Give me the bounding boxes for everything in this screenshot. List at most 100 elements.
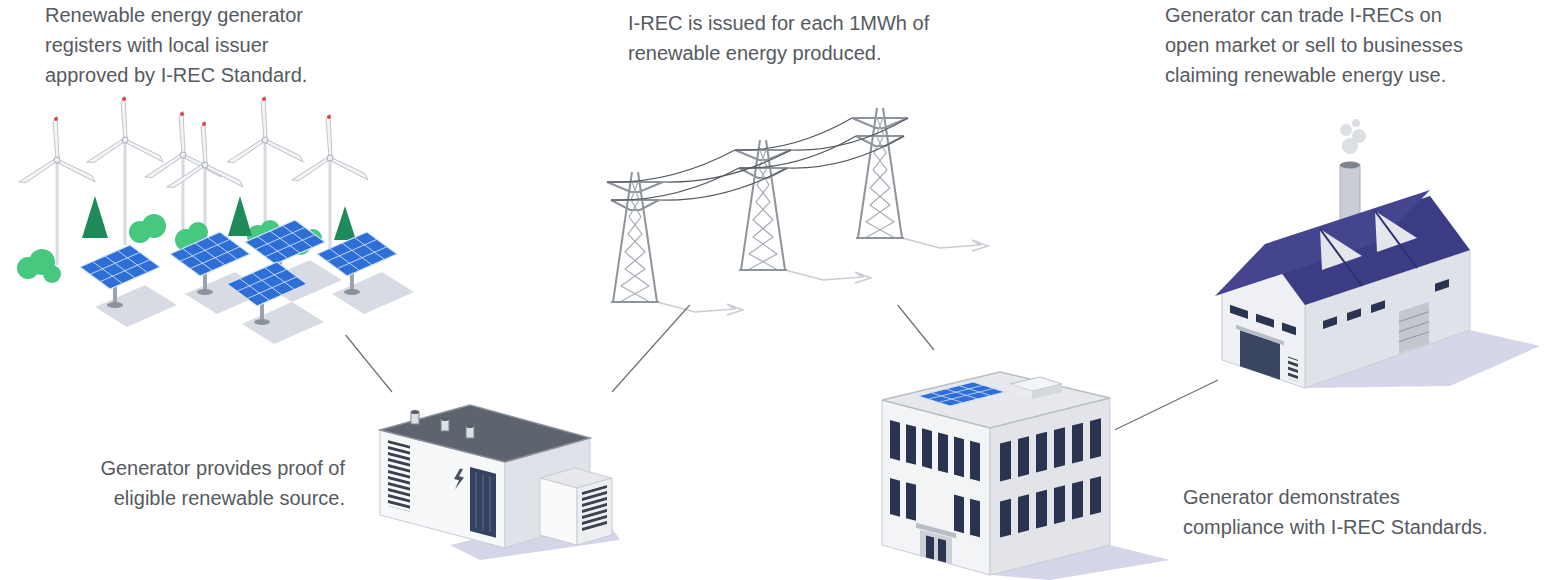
office-building-part-part bbox=[906, 424, 916, 465]
office-building-part-part bbox=[1090, 476, 1101, 515]
solar-wind-farm-part-part bbox=[43, 265, 61, 283]
solar-wind-farm-part-part bbox=[142, 214, 166, 238]
factory-part-part bbox=[1240, 330, 1280, 380]
office-building-part-part bbox=[1036, 432, 1047, 473]
factory-part-part-part bbox=[1399, 332, 1429, 342]
office-building-part-part bbox=[890, 420, 900, 461]
step-node: I-REC is issued for each 1MWh of renewab… bbox=[605, 105, 990, 305]
generator-box-part bbox=[388, 440, 496, 538]
office-building-part-part bbox=[1000, 499, 1011, 538]
solar-wind-farm-part bbox=[227, 262, 324, 344]
step-node: Generator can trade I-RECs on open marke… bbox=[1218, 118, 1475, 392]
office-building-part-part bbox=[929, 385, 984, 399]
step-node: Renewable energy generator registers wit… bbox=[15, 112, 395, 335]
factory-part-part bbox=[1230, 305, 1248, 319]
factory-part bbox=[1340, 162, 1360, 169]
office-building-part-part bbox=[922, 428, 932, 469]
office-building-part-part bbox=[1000, 441, 1011, 482]
factory-part-part bbox=[1288, 357, 1298, 382]
office-building-part-part bbox=[1072, 423, 1083, 464]
generator-box-part-part bbox=[388, 440, 410, 512]
factory-part-part bbox=[1320, 229, 1362, 286]
factory-part bbox=[1340, 119, 1366, 154]
generator-box-part-part-part bbox=[482, 474, 484, 530]
office-building-part-part bbox=[1018, 436, 1029, 477]
office-building-part bbox=[1010, 384, 1032, 399]
transmission-towers-part bbox=[607, 118, 908, 200]
step-caption: I-REC is issued for each 1MWh of renewab… bbox=[628, 8, 948, 68]
office-building-part-part bbox=[932, 393, 964, 403]
leader-connector bbox=[1115, 380, 1218, 430]
factory-part bbox=[1230, 305, 1298, 386]
factory-part-part bbox=[1352, 119, 1360, 127]
generator-box-part bbox=[411, 410, 474, 438]
step-node: Generator provides proof of eligible ren… bbox=[372, 392, 622, 555]
factory-part-part bbox=[1320, 229, 1362, 270]
leader-connector bbox=[612, 305, 690, 392]
factory-part-part bbox=[1323, 316, 1337, 329]
transmission-towers-part-part bbox=[787, 136, 904, 168]
office-building-part bbox=[882, 372, 1110, 428]
office-building-part bbox=[890, 420, 980, 571]
office-building-part bbox=[918, 382, 1005, 406]
generator-box-part-part bbox=[454, 467, 464, 492]
generator-box-part-part-part bbox=[489, 476, 491, 532]
generator-box-part-part bbox=[441, 417, 449, 421]
office-building-part-part bbox=[890, 478, 900, 517]
caption-text: Generator can trade I-RECs on open marke… bbox=[1165, 0, 1475, 90]
factory-part bbox=[1320, 211, 1417, 270]
generator-box-part-part bbox=[476, 473, 490, 533]
office-building-part-part bbox=[1072, 481, 1083, 520]
solar-wind-farm-part bbox=[317, 232, 414, 314]
factory-part-part bbox=[1256, 314, 1274, 328]
office-building-part bbox=[1000, 418, 1101, 537]
factory-part-part bbox=[1347, 308, 1361, 321]
factory-part-part bbox=[1236, 325, 1284, 345]
generator-box-part-part bbox=[582, 485, 607, 532]
office-building-part-part bbox=[960, 386, 992, 396]
factory-part bbox=[1215, 190, 1430, 296]
transmission-towers-part-part bbox=[659, 168, 787, 200]
generator-box-part bbox=[577, 478, 612, 545]
caption-text: I-REC is issued for each 1MWh of renewab… bbox=[628, 8, 948, 68]
factory-part-part-part bbox=[1399, 322, 1429, 332]
office-building-part-part bbox=[906, 482, 916, 521]
transmission-towers-part-part bbox=[791, 118, 908, 150]
factory-part-part bbox=[1399, 302, 1429, 354]
solar-wind-farm bbox=[17, 96, 414, 344]
factory-part bbox=[1340, 165, 1360, 220]
generator-box-part-part bbox=[411, 410, 419, 414]
transmission-towers-part-part bbox=[611, 168, 739, 200]
office-building-part-part bbox=[954, 437, 964, 478]
factory-part-part-part bbox=[1399, 312, 1429, 322]
leader-connector bbox=[898, 305, 934, 350]
transmission-towers-part bbox=[735, 140, 871, 283]
generator-box-part-part-part bbox=[475, 473, 477, 529]
factory-part-part bbox=[1282, 323, 1296, 336]
generator-box-part-part bbox=[466, 424, 474, 428]
caption-text: Generator demonstrates compliance with I… bbox=[1183, 482, 1495, 542]
generator-box-part bbox=[582, 485, 607, 532]
solar-wind-farm-part bbox=[80, 245, 177, 327]
caption-text: Generator provides proof of eligible ren… bbox=[60, 453, 345, 513]
solar-wind-farm-part-part bbox=[228, 196, 252, 236]
solar-wind-farm-part-part bbox=[82, 196, 108, 238]
generator-box-part bbox=[380, 405, 590, 462]
office-building-part-part bbox=[938, 538, 946, 562]
generator-box bbox=[380, 405, 620, 560]
office-building-part-part bbox=[1036, 490, 1047, 529]
office-building-part-part bbox=[1018, 494, 1029, 533]
office-building bbox=[882, 372, 1170, 580]
office-building-part-part bbox=[926, 535, 934, 559]
caption-text: Renewable energy generator registers wit… bbox=[45, 0, 345, 90]
office-building-part bbox=[1032, 384, 1062, 399]
transmission-towers-part-part bbox=[735, 118, 852, 150]
factory bbox=[1215, 119, 1540, 388]
office-building-part-part bbox=[940, 388, 995, 402]
step-caption: Generator provides proof of eligible ren… bbox=[60, 453, 345, 513]
office-building-part-part bbox=[954, 495, 964, 534]
generator-box-part-part bbox=[470, 467, 496, 538]
factory-part bbox=[1323, 279, 1449, 379]
factory-part-part bbox=[1435, 279, 1449, 292]
generator-box-part bbox=[540, 478, 577, 545]
